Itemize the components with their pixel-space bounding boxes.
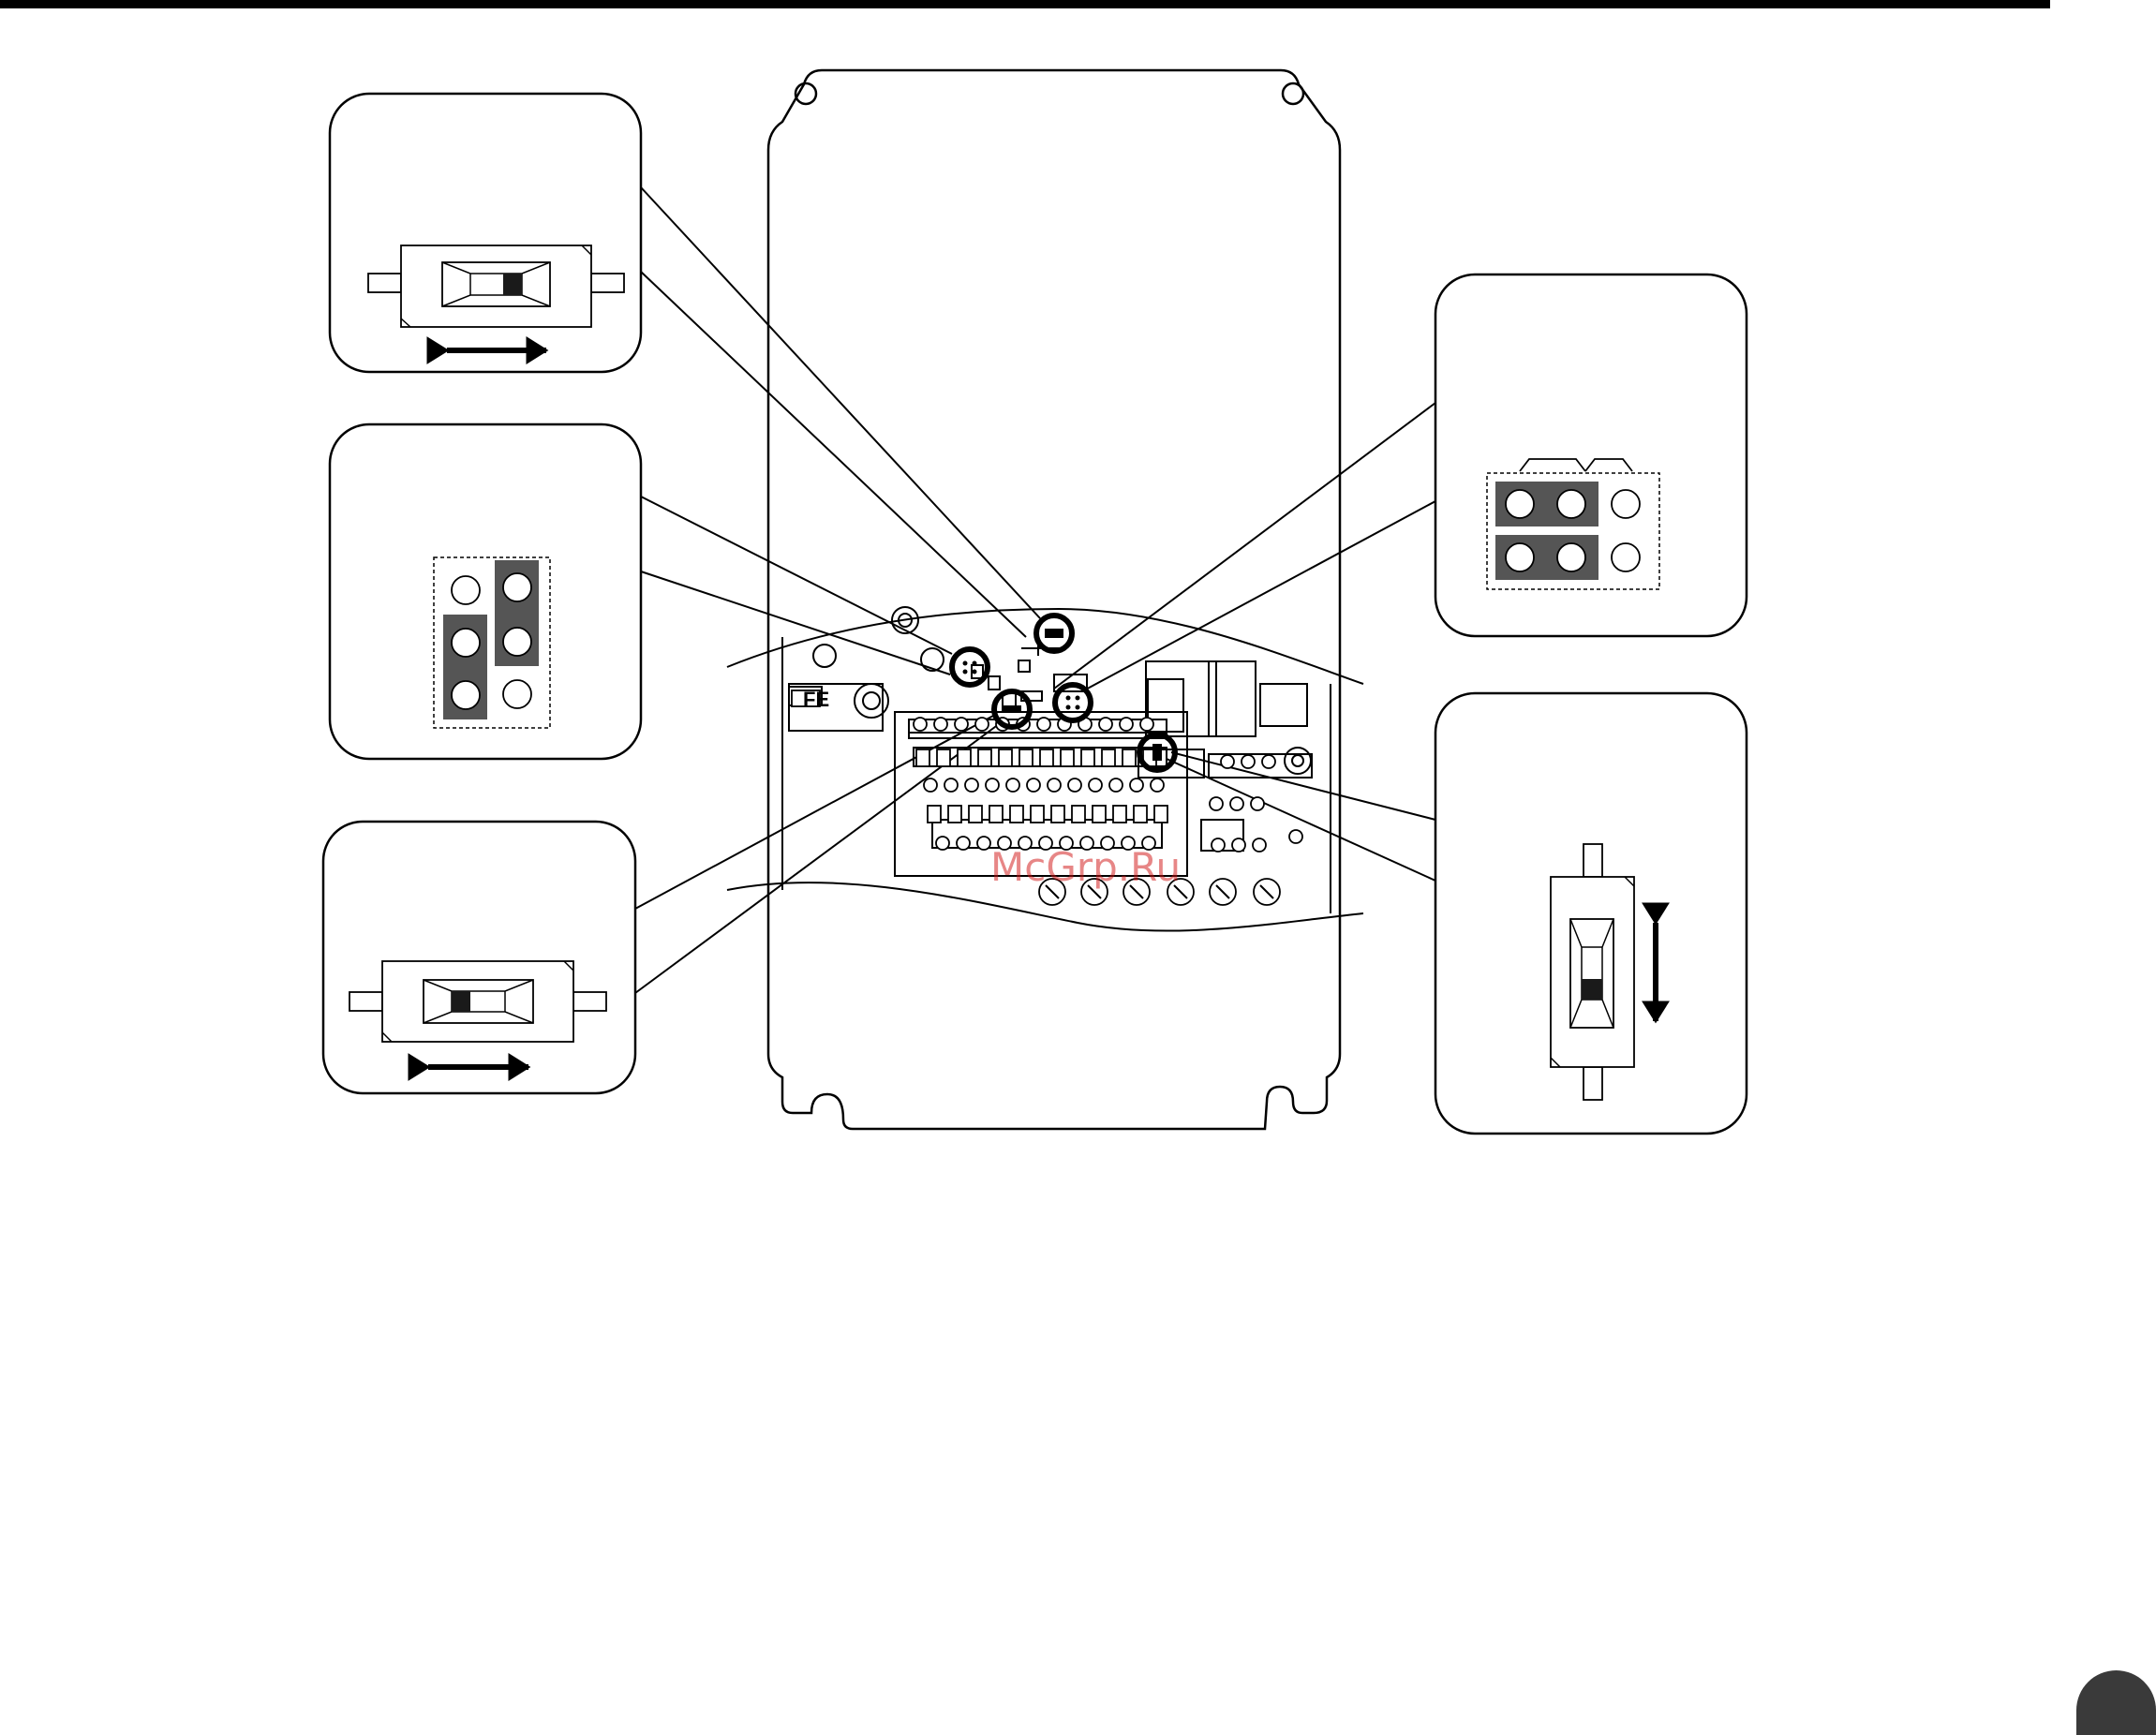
marker-jumper-right: [1055, 685, 1091, 720]
callout-switch-vertical: [1435, 693, 1747, 1134]
jumper-pin-icon: [1506, 490, 1534, 518]
fe-label: FE: [803, 688, 829, 711]
watermark: McGrp.Ru: [990, 844, 1181, 890]
callout-switch-top-left: [330, 94, 641, 372]
switch-knob: [452, 991, 470, 1012]
switch-knob: [1582, 979, 1602, 1000]
switch-knob: [503, 274, 522, 295]
callout-jumper-left: [330, 424, 641, 759]
callout-jumper-right: [1435, 274, 1747, 636]
jumper-pin-icon: [452, 576, 480, 604]
callout-switch-bottom-left: [323, 822, 635, 1093]
header-rule: [0, 0, 2050, 8]
